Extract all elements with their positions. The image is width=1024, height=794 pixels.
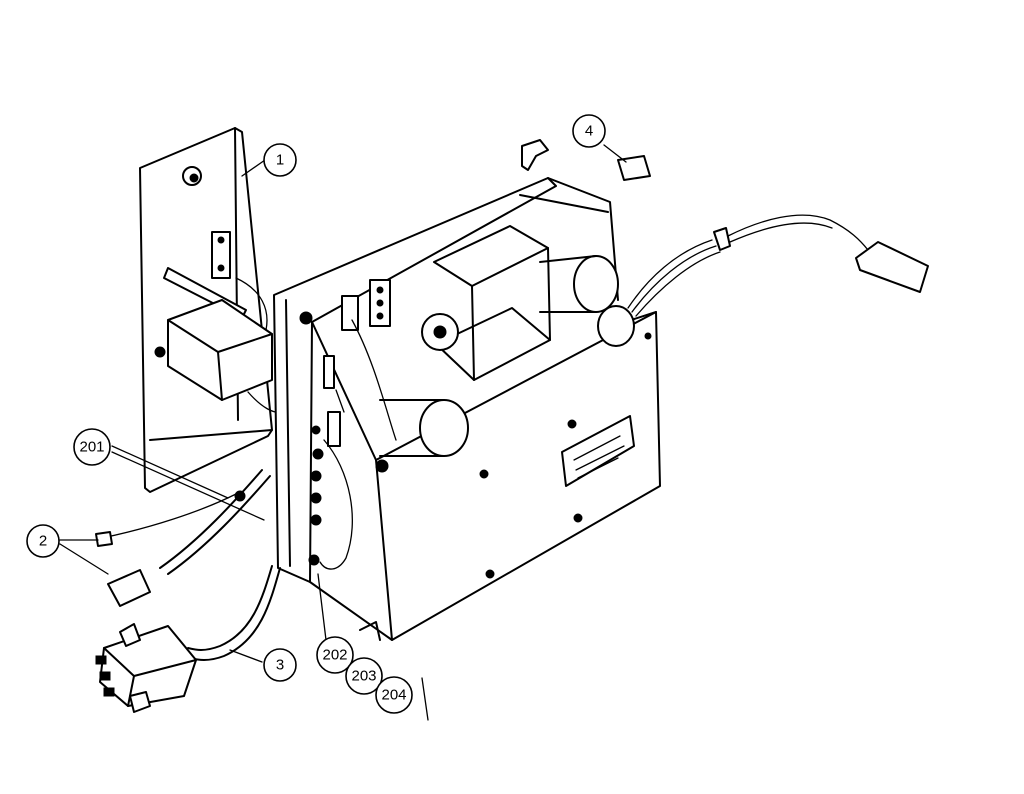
callout-203: 203 [345, 657, 383, 695]
callout-2: 2 [26, 524, 60, 558]
callout-1: 1 [263, 143, 297, 177]
part-2-wire [95, 469, 271, 607]
callout-204: 204 [375, 676, 413, 714]
callout-201: 201 [73, 428, 111, 466]
callout-1-label: 1 [276, 152, 284, 169]
back-panel [139, 127, 283, 493]
wire-harness-right [627, 214, 929, 317]
callout-202-label: 202 [322, 647, 347, 664]
callout-204-label: 204 [381, 687, 406, 704]
chassis [273, 139, 661, 641]
callout-4: 4 [572, 114, 606, 148]
leader-lines [59, 144, 627, 721]
callout-202: 202 [316, 636, 354, 674]
part-3-cord [95, 565, 281, 713]
callout-3: 3 [263, 648, 297, 682]
callout-201-label: 201 [79, 439, 104, 456]
callout-203-label: 203 [351, 668, 376, 685]
callout-2-label: 2 [39, 533, 47, 550]
callout-4-label: 4 [585, 123, 593, 140]
callout-3-label: 3 [276, 657, 284, 674]
